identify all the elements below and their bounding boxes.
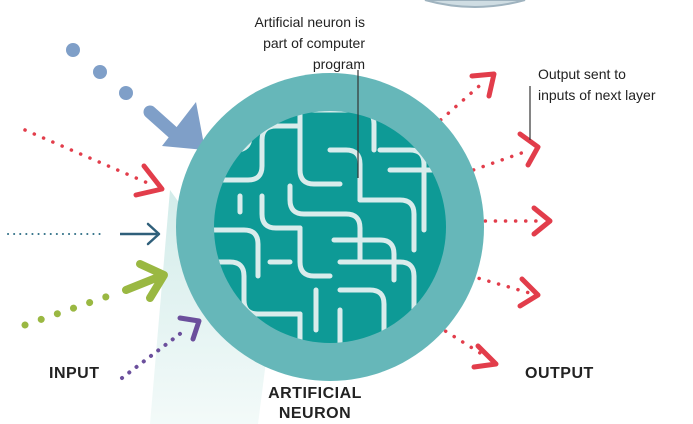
output-arrow-4 <box>448 268 541 309</box>
input-blue-arrow <box>66 43 205 150</box>
output-callout: Output sent to inputs of next layer <box>538 64 693 106</box>
output-arrow-2 <box>443 131 541 182</box>
input-teal-arrow <box>7 222 161 246</box>
output-arrow-5 <box>418 313 499 370</box>
neuron-callout: Artificial neuron is part of computer pr… <box>180 12 366 75</box>
input-purple-arrow <box>120 315 202 380</box>
input-red-arrow <box>23 128 165 198</box>
top-partial-circle <box>424 0 526 8</box>
output-arrow-1 <box>416 71 497 142</box>
input-green-arrow <box>21 260 168 329</box>
neuron-label-line-1: ARTIFICIAL <box>268 385 362 402</box>
output-arrow-3 <box>453 205 553 237</box>
output-label: OUTPUT <box>525 365 594 382</box>
neuron-callout-line-3: program <box>312 56 365 72</box>
neuron-label-line-2: NEURON <box>278 405 352 422</box>
neuron-callout-line-1: Artificial neuron is <box>254 14 366 30</box>
artificial-neuron-label: ARTIFICIAL NEURON <box>245 384 385 424</box>
neuron-callout-line-2: part of computer <box>263 35 365 51</box>
output-callout-line-2: inputs of next layer <box>538 87 656 103</box>
input-label: INPUT <box>49 365 100 382</box>
output-callout-line-1: Output sent to <box>538 66 626 82</box>
